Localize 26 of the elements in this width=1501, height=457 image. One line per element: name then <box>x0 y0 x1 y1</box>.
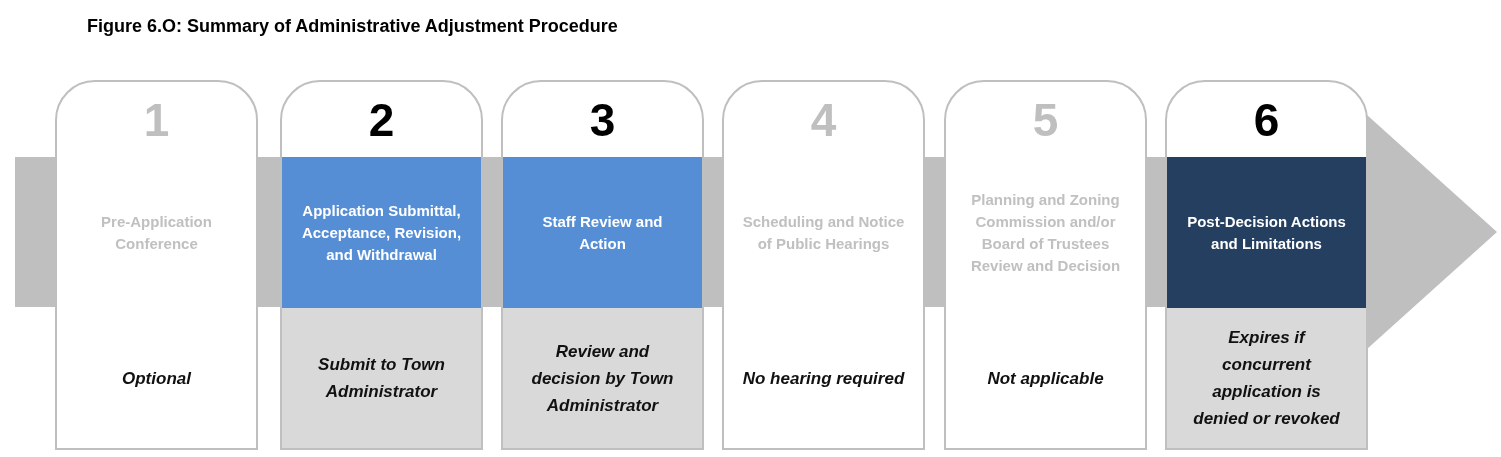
step-card <box>722 80 925 450</box>
process-arrow <box>1367 115 1497 349</box>
arrow-band <box>925 157 944 307</box>
step-note: Expires if concurrent application is denied or revoked <box>1167 308 1366 448</box>
step-card <box>280 80 483 450</box>
step-card <box>944 80 1147 450</box>
step-number: 2 <box>367 93 396 148</box>
step-number: 6 <box>1252 93 1281 148</box>
arrow-band <box>15 157 55 307</box>
step-card <box>1165 80 1368 450</box>
step-card <box>55 80 258 450</box>
arrow-band <box>258 157 280 307</box>
step-title: Staff Review and Action <box>503 157 702 308</box>
step-number: 3 <box>588 93 617 148</box>
step-number: 4 <box>809 93 838 148</box>
arrow-band <box>483 157 501 307</box>
step-title: Application Submittal, Acceptance, Revision, and Withdrawal <box>282 157 481 308</box>
step-number: 1 <box>142 93 171 148</box>
step-number: 5 <box>1031 93 1060 148</box>
arrow-band <box>704 157 722 307</box>
figure-title: Figure 6.O: Summary of Administrative Adjustment Procedure <box>87 16 618 37</box>
step-card <box>501 80 704 450</box>
step-note: Review and decision by Town Administrator <box>503 308 702 448</box>
step-note: Submit to Town Administrator <box>282 308 481 448</box>
step-title: Post-Decision Actions and Limitations <box>1167 157 1366 308</box>
arrow-band <box>1147 157 1165 307</box>
